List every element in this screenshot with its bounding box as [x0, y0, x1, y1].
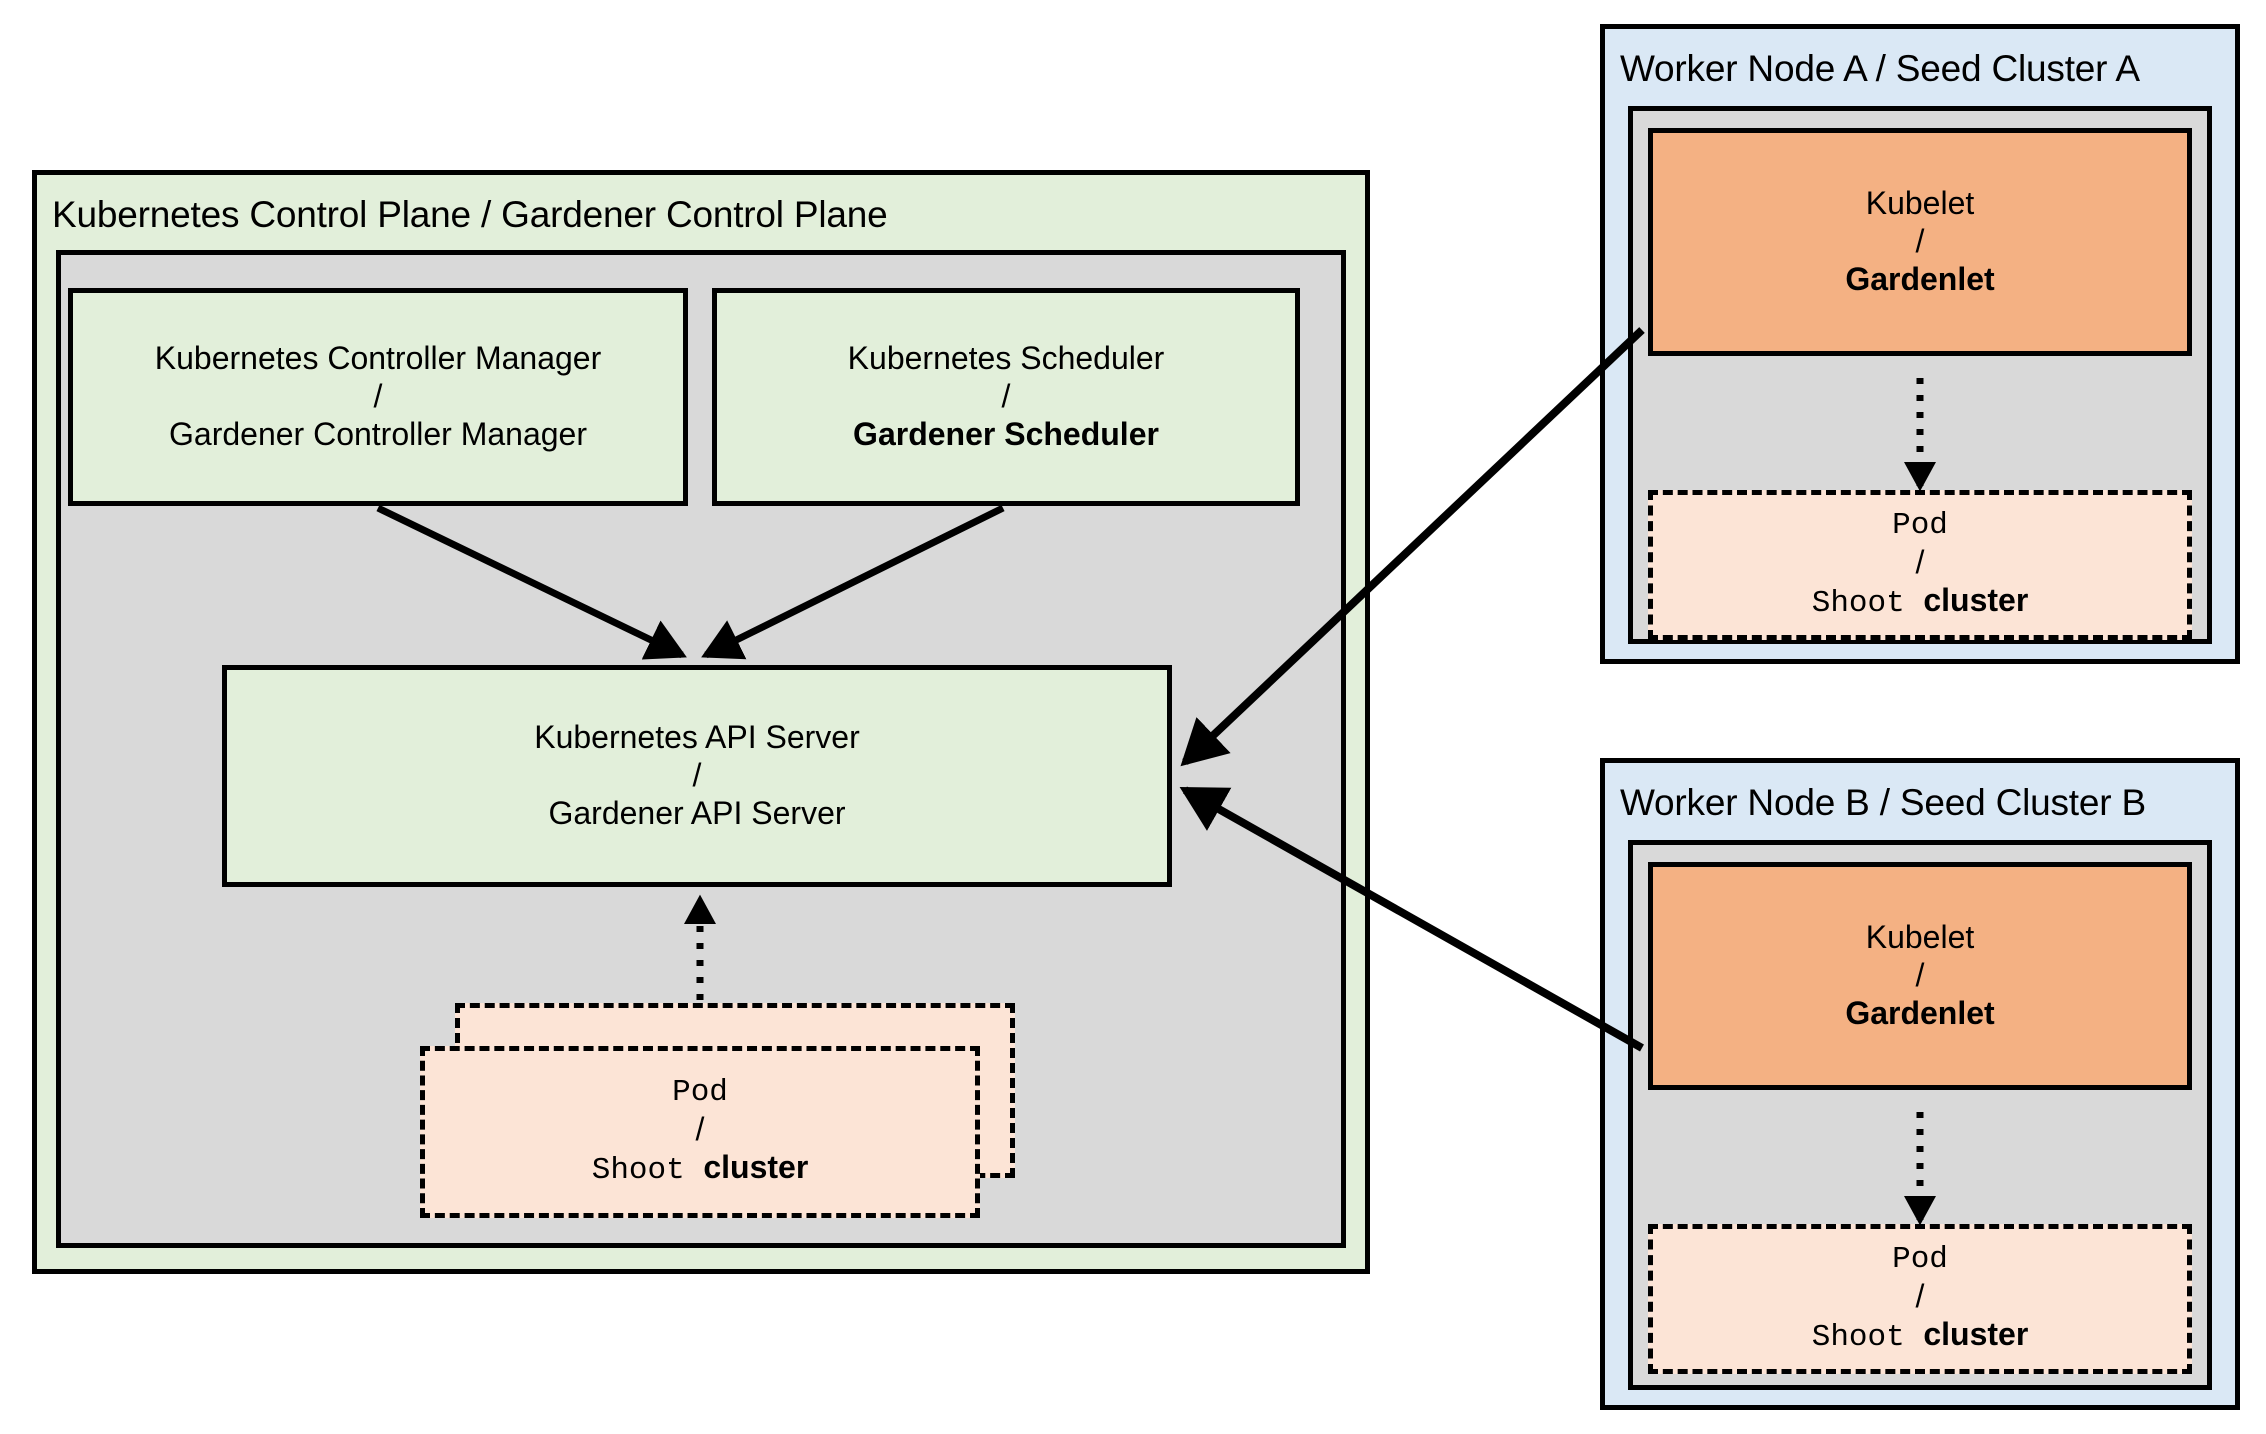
control-plane-pod-separator: /: [695, 1111, 705, 1148]
worker-node-b-title: Worker Node B / Seed Cluster B: [1620, 782, 2146, 823]
worker-node-b-shoot-word: Shoot: [1811, 1319, 1905, 1355]
controller-manager-separator: /: [373, 378, 383, 415]
gardener-controller-manager-label: Gardener Controller Manager: [169, 415, 587, 452]
worker-node-a-pod-label: Pod: [1892, 507, 1948, 543]
worker-node-a-pod-separator: /: [1915, 544, 1925, 581]
scheduler-separator: /: [1001, 378, 1011, 415]
kubernetes-scheduler-box[interactable]: Kubernetes Scheduler / Gardener Schedule…: [712, 288, 1300, 506]
worker-node-b-gardenlet-label: Gardenlet: [1845, 994, 1995, 1031]
worker-node-a-kubelet-label: Kubelet: [1865, 185, 1975, 222]
gardener-api-server-label: Gardener API Server: [548, 794, 846, 831]
worker-node-b-pod-label: Pod: [1892, 1241, 1948, 1277]
worker-node-a-gardenlet-label: Gardenlet: [1845, 260, 1995, 297]
worker-node-b-shoot-cluster-label: Shoot cluster: [1812, 1316, 2029, 1357]
kubernetes-controller-manager-box[interactable]: Kubernetes Controller Manager / Gardener…: [68, 288, 688, 506]
worker-node-b-pod-separator: /: [1915, 1278, 1925, 1315]
control-plane-cluster-word: cluster: [703, 1148, 809, 1185]
worker-node-b-pod-box[interactable]: Pod / Shoot cluster: [1648, 1224, 2192, 1374]
worker-node-a-kubelet-box[interactable]: Kubelet / Gardenlet: [1648, 128, 2192, 356]
control-plane-pod-box[interactable]: Pod / Shoot cluster: [420, 1046, 980, 1218]
control-plane-shoot-word: Shoot: [591, 1152, 685, 1188]
worker-node-a-shoot-cluster-label: Shoot cluster: [1812, 582, 2029, 623]
worker-node-b-cluster-word: cluster: [1923, 1315, 2029, 1352]
worker-node-a-shoot-word: Shoot: [1811, 585, 1905, 621]
worker-node-b-kubelet-box[interactable]: Kubelet / Gardenlet: [1648, 862, 2192, 1090]
worker-node-b-kubelet-separator: /: [1915, 957, 1925, 994]
worker-node-a-cluster-word: cluster: [1923, 581, 2029, 618]
gardener-scheduler-label: Gardener Scheduler: [853, 415, 1159, 452]
kubernetes-api-server-box[interactable]: Kubernetes API Server / Gardener API Ser…: [222, 665, 1172, 887]
control-plane-title: Kubernetes Control Plane / Gardener Cont…: [52, 194, 888, 235]
worker-node-a-title: Worker Node A / Seed Cluster A: [1620, 48, 2140, 89]
control-plane-shoot-cluster-label: Shoot cluster: [592, 1149, 809, 1190]
kubernetes-api-server-label: Kubernetes API Server: [534, 719, 860, 756]
worker-node-a-kubelet-separator: /: [1915, 223, 1925, 260]
kubernetes-controller-manager-label: Kubernetes Controller Manager: [154, 340, 602, 377]
worker-node-b-kubelet-label: Kubelet: [1865, 919, 1975, 956]
api-server-separator: /: [692, 757, 702, 794]
worker-node-a-pod-box[interactable]: Pod / Shoot cluster: [1648, 490, 2192, 640]
control-plane-pod-label: Pod: [672, 1074, 728, 1110]
kubernetes-scheduler-label: Kubernetes Scheduler: [847, 340, 1165, 377]
